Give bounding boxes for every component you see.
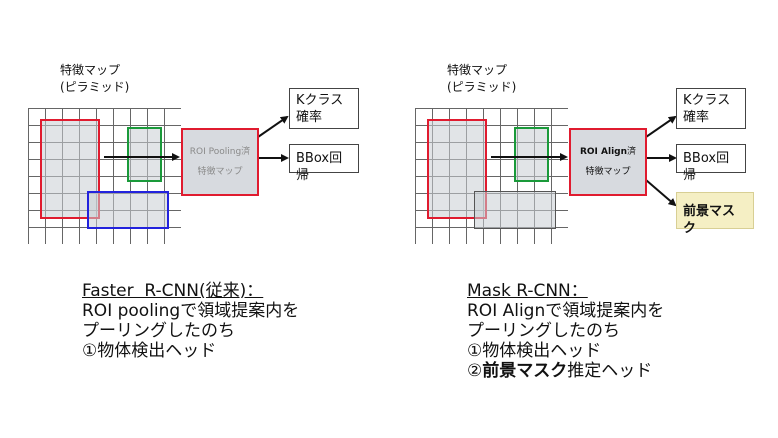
left-green-region-box	[127, 127, 162, 182]
right-proc-line1: ROI Align済	[580, 145, 636, 159]
left-feature-map-label-line1: 特徴マップ	[60, 63, 121, 77]
right-caption-line2: ROI Alignで領域提案内を	[467, 301, 665, 321]
right-mask-label: 前景マスク	[683, 204, 736, 236]
right-caption-line5-bold: 前景マスク	[482, 361, 568, 381]
right-mask-box: 前景マスク	[676, 192, 754, 236]
left-blue-region-box	[87, 191, 169, 229]
right-gray-region-box	[474, 191, 556, 229]
right-caption-line5: ②前景マスク推定ヘッド	[467, 361, 664, 381]
right-feature-map-label-line2: (ピラミッド)	[447, 80, 517, 94]
right-feature-map	[415, 108, 568, 244]
right-proc-line1-rest: 済	[627, 147, 637, 157]
left-arrows	[104, 115, 289, 162]
left-kclass-line1: Kクラス	[296, 93, 344, 108]
left-kclass-line2: 確率	[296, 110, 323, 125]
right-proc-line2: 特徴マップ	[585, 167, 631, 177]
right-green-region-box	[514, 127, 549, 182]
left-arrow-to-kclass	[257, 115, 289, 138]
right-proc-line1-bold: ROI Align	[579, 147, 628, 157]
right-caption-line3: プーリングしたのち	[467, 321, 620, 341]
right-kclass-box: Kクラス 確率	[676, 88, 746, 129]
right-bbox-box: BBox回帰	[676, 144, 746, 183]
left-bbox-box: BBox回帰	[289, 144, 359, 183]
left-caption-line4: ①物体検出ヘッド	[82, 341, 217, 361]
right-kclass-line1: Kクラス	[683, 93, 731, 108]
left-caption-title: Faster R-CNN(従来)：	[82, 281, 264, 301]
right-caption-line4: ①物体検出ヘッド	[467, 341, 602, 361]
right-caption-title: Mask R-CNN：	[467, 281, 588, 301]
right-feature-map-label-line1: 特徴マップ	[447, 63, 508, 77]
right-feature-map-label: 特徴マップ (ピラミッド)	[447, 62, 516, 96]
left-feature-map-label: 特徴マップ (ピラミッド)	[60, 62, 129, 96]
right-arrows	[491, 115, 677, 207]
left-feature-map-label-line2: (ピラミッド)	[60, 80, 130, 94]
left-proc-line1: ROI Pooling済	[189, 147, 251, 157]
left-bbox-label: BBox回帰	[296, 151, 343, 183]
left-proc-line2: 特徴マップ	[197, 167, 243, 177]
right-caption: Mask R-CNN： ROI Alignで領域提案内を プーリングしたのち ①…	[467, 281, 664, 381]
right-caption-line5-rest: 推定ヘッド	[567, 361, 653, 381]
left-kclass-box: Kクラス 確率	[289, 88, 359, 129]
left-caption: Faster R-CNN(従来)： ROI poolingで領域提案内を プーリ…	[82, 281, 299, 361]
left-roi-pooling-box: ROI Pooling済 特徴マップ	[181, 128, 259, 196]
right-arrow-to-mask	[645, 179, 677, 207]
right-kclass-line2: 確率	[683, 110, 710, 125]
right-arrow-to-kclass	[645, 115, 677, 138]
left-caption-line2: ROI poolingで領域提案内を	[82, 301, 300, 321]
left-caption-line3: プーリングしたのち	[82, 321, 235, 341]
right-roi-align-box: ROI Align済 特徴マップ	[569, 128, 647, 196]
right-bbox-label: BBox回帰	[683, 151, 730, 183]
right-caption-line5-num: ②	[467, 361, 483, 381]
left-feature-map	[28, 108, 181, 244]
